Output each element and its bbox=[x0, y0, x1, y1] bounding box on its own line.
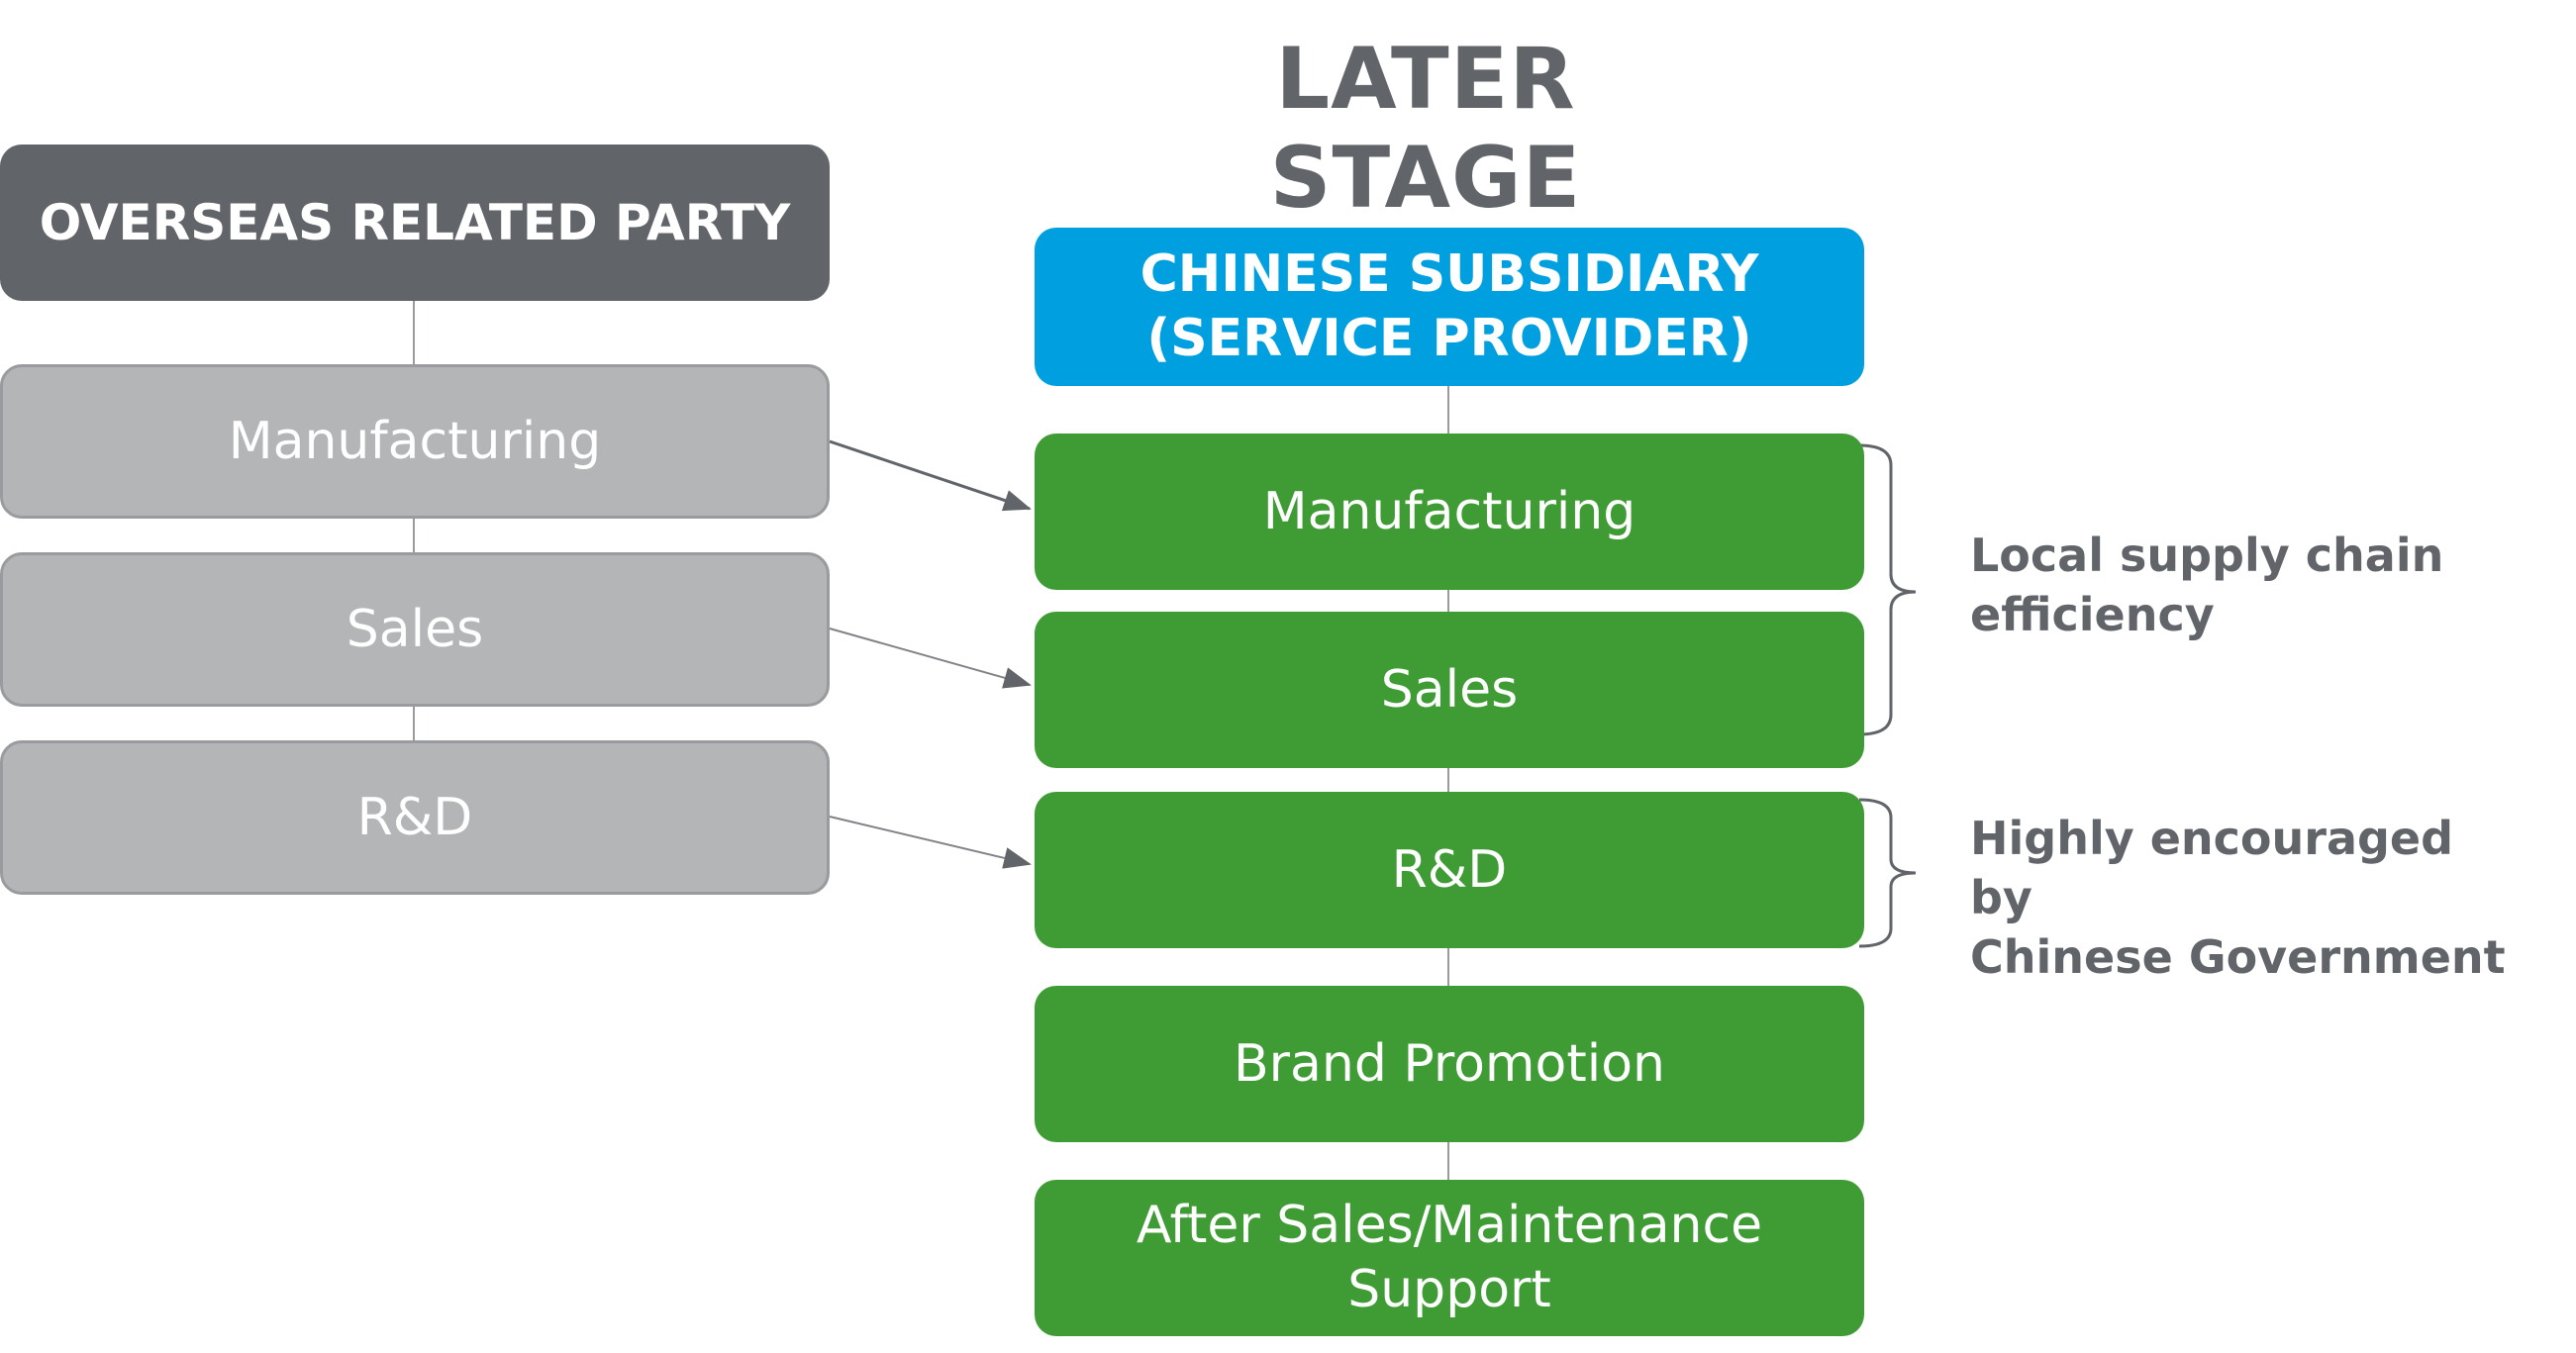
right-item-label: Manufacturing bbox=[1262, 481, 1636, 541]
left-item-manufacturing: Manufacturing bbox=[0, 364, 830, 519]
left-item-sales: Sales bbox=[0, 552, 830, 707]
overseas-header-label: OVERSEAS RELATED PARTY bbox=[39, 193, 791, 251]
note-supply-chain: Local supply chain efficiency bbox=[1970, 527, 2525, 645]
right-item-label: Brand Promotion bbox=[1234, 1033, 1665, 1094]
left-item-label: R&D bbox=[356, 787, 473, 847]
right-item-brand-promotion: Brand Promotion bbox=[1035, 986, 1864, 1142]
right-item-after-sales: After Sales/Maintenance Support bbox=[1035, 1180, 1864, 1336]
chinese-header-line1: CHINESE SUBSIDIARY bbox=[1139, 244, 1759, 304]
right-item-label-line2: Support bbox=[1347, 1260, 1551, 1319]
brace-supply-chain bbox=[1858, 443, 1917, 736]
right-item-rd: R&D bbox=[1035, 792, 1864, 948]
left-item-rd: R&D bbox=[0, 740, 830, 895]
note-government-line2: Chinese Government bbox=[1970, 929, 2506, 984]
arrow-manufacturing bbox=[829, 439, 1032, 512]
arrow-sales bbox=[829, 628, 1032, 689]
note-supply-chain-line2: efficiency bbox=[1970, 587, 2215, 641]
overseas-related-party-header: OVERSEAS RELATED PARTY bbox=[0, 145, 830, 301]
right-item-sales: Sales bbox=[1035, 612, 1864, 768]
brace-government bbox=[1858, 798, 1917, 948]
arrow-rd bbox=[829, 816, 1032, 869]
right-item-label: R&D bbox=[1391, 839, 1508, 900]
note-government-line1: Highly encouraged by bbox=[1970, 812, 2454, 924]
left-item-label: Sales bbox=[346, 599, 484, 659]
left-item-label: Manufacturing bbox=[228, 411, 602, 471]
chinese-header-line2: (SERVICE PROVIDER) bbox=[1146, 309, 1752, 368]
chinese-subsidiary-header: CHINESE SUBSIDIARY (SERVICE PROVIDER) bbox=[1035, 228, 1864, 386]
page-title: LATER STAGE bbox=[1269, 30, 1582, 228]
right-item-label: Sales bbox=[1380, 659, 1519, 720]
note-supply-chain-line1: Local supply chain bbox=[1970, 529, 2444, 582]
right-item-label-line1: After Sales/Maintenance bbox=[1136, 1196, 1763, 1255]
note-government: Highly encouraged by Chinese Government bbox=[1970, 810, 2525, 987]
right-item-manufacturing: Manufacturing bbox=[1035, 434, 1864, 590]
